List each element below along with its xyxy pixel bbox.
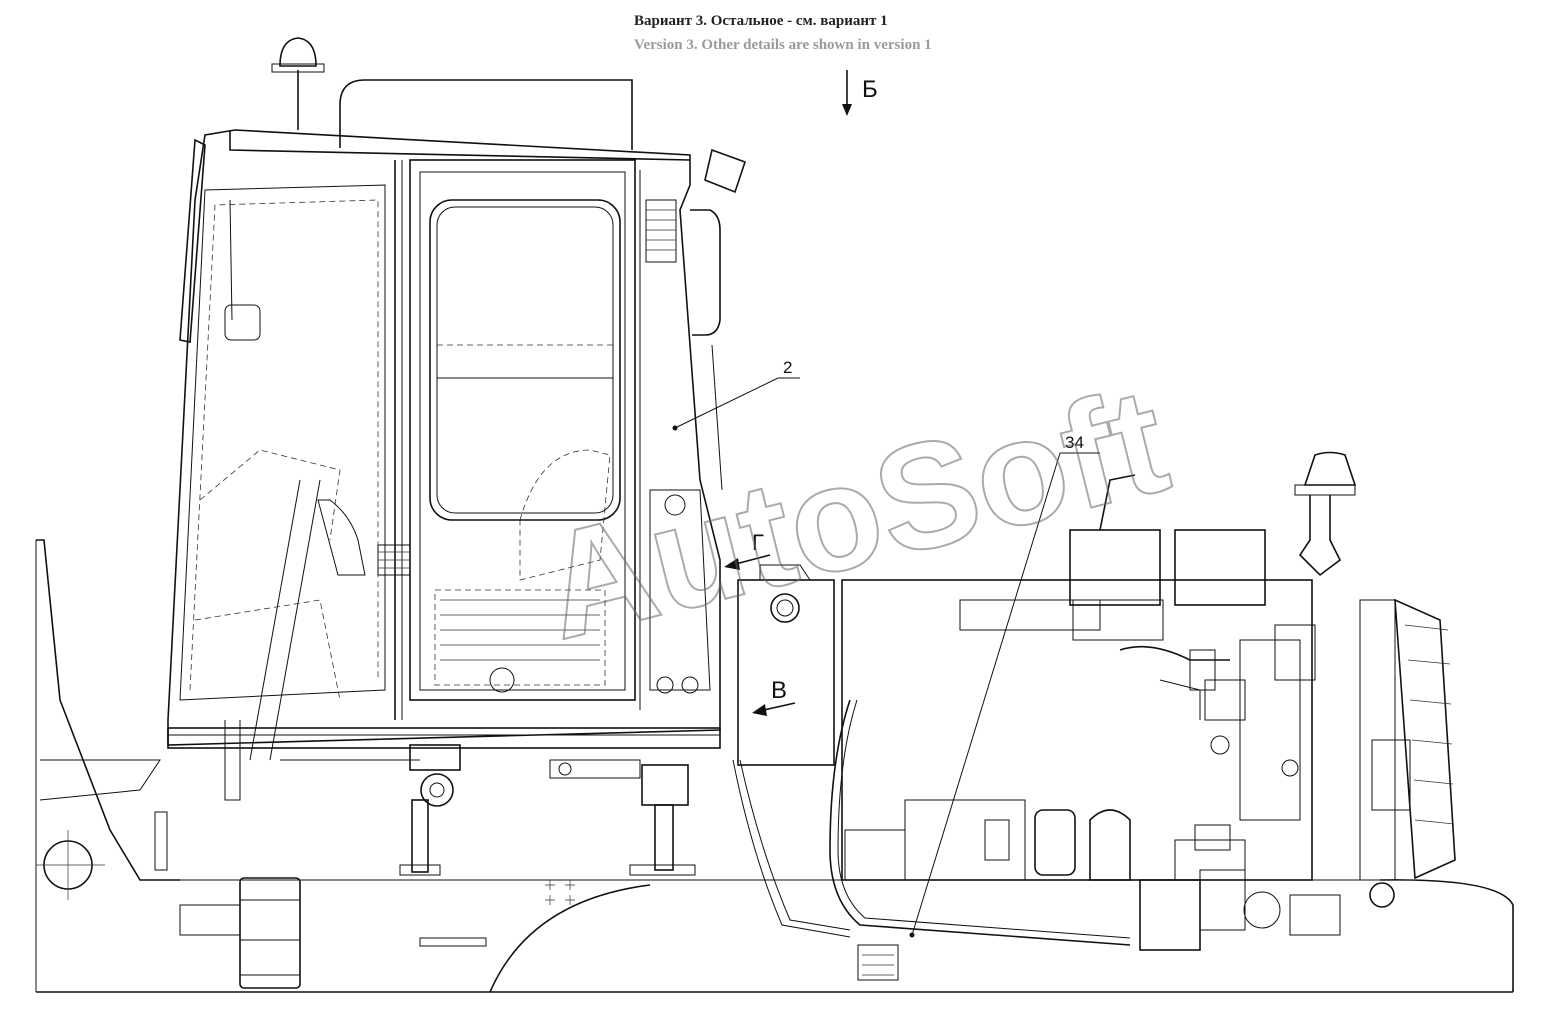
cab-mounts <box>224 720 696 876</box>
left-frame <box>35 539 180 992</box>
caption-english: Version 3. Other details are shown in ve… <box>634 37 932 53</box>
track-roller <box>179 877 651 993</box>
caption-russian: Вариант 3. Остальное - см. вариант 1 <box>634 13 888 29</box>
view-label-b: Б <box>862 76 878 103</box>
view-label-v: В <box>771 677 787 704</box>
engine <box>545 451 1456 981</box>
callout-2: 2 <box>672 358 800 431</box>
hydraulic-tank <box>737 564 835 766</box>
cab <box>167 37 747 761</box>
view-label-g: Г <box>752 530 764 555</box>
callout-label-2: 2 <box>783 358 792 377</box>
callout-label-34: 34 <box>1065 433 1084 452</box>
view-arrow-g: Г <box>724 530 771 570</box>
view-arrow-b: Б <box>842 70 878 116</box>
view-arrow-v: В <box>752 677 796 716</box>
callout-34: 34 <box>909 433 1100 938</box>
